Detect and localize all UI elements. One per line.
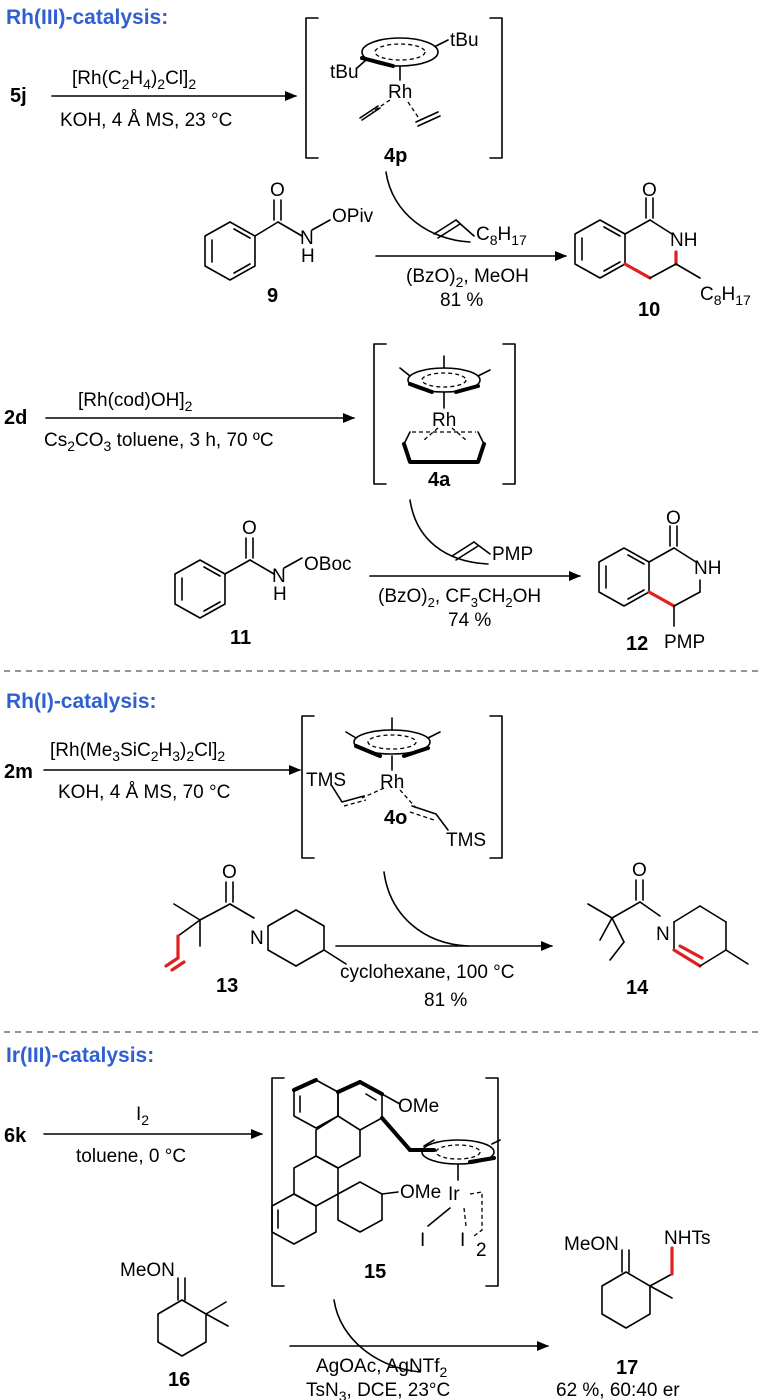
yield-14: 81 % (424, 990, 467, 1011)
atom-n-14: N (656, 924, 670, 945)
bracket-left (305, 17, 319, 159)
complex-4o-structure (331, 717, 449, 831)
compound-9: 9 (267, 285, 278, 307)
atom-n-13: N (250, 928, 264, 949)
tbu-left: tBu (330, 62, 359, 83)
ome-lower: OMe (400, 1182, 441, 1203)
atom-h-11: H (273, 584, 287, 605)
product-c8h17: C8H17 (700, 284, 751, 308)
conditions-bzo2-meoh: (BzO)2, MeOH (406, 266, 529, 290)
compound-11: 11 (230, 627, 251, 649)
iodide-right: I (460, 1230, 465, 1251)
product-14-structure (587, 879, 749, 968)
alkene-pmp: PMP (492, 544, 533, 565)
section-title-rh1: Rh(I)-catalysis: (6, 690, 157, 713)
ome-upper: OMe (398, 1096, 439, 1117)
rh-4a: Rh (432, 410, 456, 431)
iodide-left: I (420, 1230, 425, 1251)
compound-6k: 6k (4, 1125, 27, 1147)
compound-4p: 4p (384, 145, 407, 167)
product-17-structure (601, 1246, 674, 1329)
compound-13: 13 (216, 975, 238, 997)
atom-h-9: H (301, 246, 315, 267)
compound-5j: 5j (10, 85, 27, 107)
bracket-right (489, 17, 503, 159)
bracket-left-4a (373, 343, 387, 485)
catalyst-curve-1 (385, 171, 471, 243)
substrate-16-structure (157, 1277, 229, 1357)
atom-nh-10: NH (670, 230, 697, 251)
nhts-group: NHTs (664, 1228, 710, 1249)
yield-10: 81 % (440, 290, 483, 311)
compound-12: 12 (626, 633, 648, 655)
compound-14: 14 (626, 977, 649, 999)
catalyst-curve-3 (383, 871, 469, 947)
result-17: 62 %, 60:40 er (556, 1380, 680, 1400)
yield-12: 74 % (448, 610, 491, 631)
compound-2d: 2d (4, 407, 27, 429)
bracket-left-4o (301, 715, 315, 859)
meon-16: MeON (120, 1260, 175, 1281)
ir-metal: Ir (448, 1184, 460, 1205)
tms-left: TMS (306, 770, 346, 791)
meon-17: MeON (564, 1234, 619, 1255)
compound-16: 16 (168, 1369, 190, 1391)
atom-o-11: O (242, 518, 257, 539)
product-12-structure (598, 525, 701, 627)
atom-nh-12: NH (694, 558, 721, 579)
compound-17: 17 (616, 1357, 638, 1379)
catalyst-curve-4 (333, 1299, 421, 1373)
oboc-group: OBoc (304, 554, 352, 575)
alkene-decene (433, 219, 475, 239)
atom-o-9: O (270, 180, 285, 201)
atom-o-13: O (222, 862, 237, 883)
conditions-tsn3: TsN3, DCE, 23°C (306, 1380, 450, 1400)
alkene-c8h17: C8H17 (476, 224, 527, 248)
section-title-ir3: Ir(III)-catalysis: (6, 1044, 154, 1067)
conditions-2d: Cs2CO3 toluene, 3 h, 70 ºC (44, 430, 274, 454)
reagent-rh-ethylene: [Rh(C2H4)2Cl]2 (72, 68, 196, 92)
compound-4o: 4o (384, 807, 407, 829)
tbu-right: tBu (450, 30, 479, 51)
rh-4p: Rh (388, 82, 412, 103)
conditions-agoac: AgOAc, AgNTf2 (316, 1356, 448, 1380)
product-pmp: PMP (664, 632, 705, 653)
catalyst-curve-2 (409, 499, 489, 565)
substrate-11-structure (174, 537, 303, 619)
opiv-group: OPiv (332, 206, 374, 227)
bracket-right-4o (489, 715, 503, 859)
atom-n-9: N (300, 228, 314, 249)
conditions-5j: KOH, 4 Å MS, 23 °C (60, 110, 232, 131)
reagent-rh-cod: [Rh(cod)OH]2 (78, 390, 193, 414)
atom-o-14: O (632, 860, 647, 881)
bracket-right-4a (502, 343, 516, 485)
atom-n-11: N (272, 566, 286, 587)
compound-4a: 4a (428, 469, 451, 491)
conditions-6k: toluene, 0 °C (76, 1146, 186, 1167)
bracket-left-15 (271, 1077, 285, 1287)
compound-15: 15 (364, 1261, 386, 1283)
conditions-bzo2-cf3ch2oh: (BzO)2, CF3CH2OH (378, 586, 541, 610)
atom-o-12: O (666, 508, 681, 529)
alkene-styrene (451, 541, 491, 561)
bracket-right-15 (485, 1077, 499, 1287)
compound-2m: 2m (4, 761, 33, 783)
substrate-13-structure (164, 881, 347, 972)
section-title-rh3: Rh(III)-catalysis: (6, 6, 168, 29)
complex-4a-structure (399, 355, 491, 464)
conditions-cyclohexane: cyclohexane, 100 °C (340, 962, 514, 983)
substrate-9-structure (204, 199, 331, 281)
complex-4p-structure (356, 37, 449, 127)
reagent-iodine: I2 (136, 1104, 149, 1128)
rh-4o: Rh (380, 772, 404, 793)
compound-10: 10 (638, 299, 660, 321)
product-10-structure (574, 197, 701, 280)
complex-15-structure (271, 1078, 501, 1245)
dimer-subscript: 2 (476, 1240, 487, 1261)
atom-o-10: O (642, 180, 657, 201)
conditions-2m: KOH, 4 Å MS, 70 °C (58, 782, 230, 803)
reagent-rh-tms: [Rh(Me3SiC2H3)2Cl]2 (50, 740, 225, 764)
tms-right: TMS (446, 830, 486, 851)
